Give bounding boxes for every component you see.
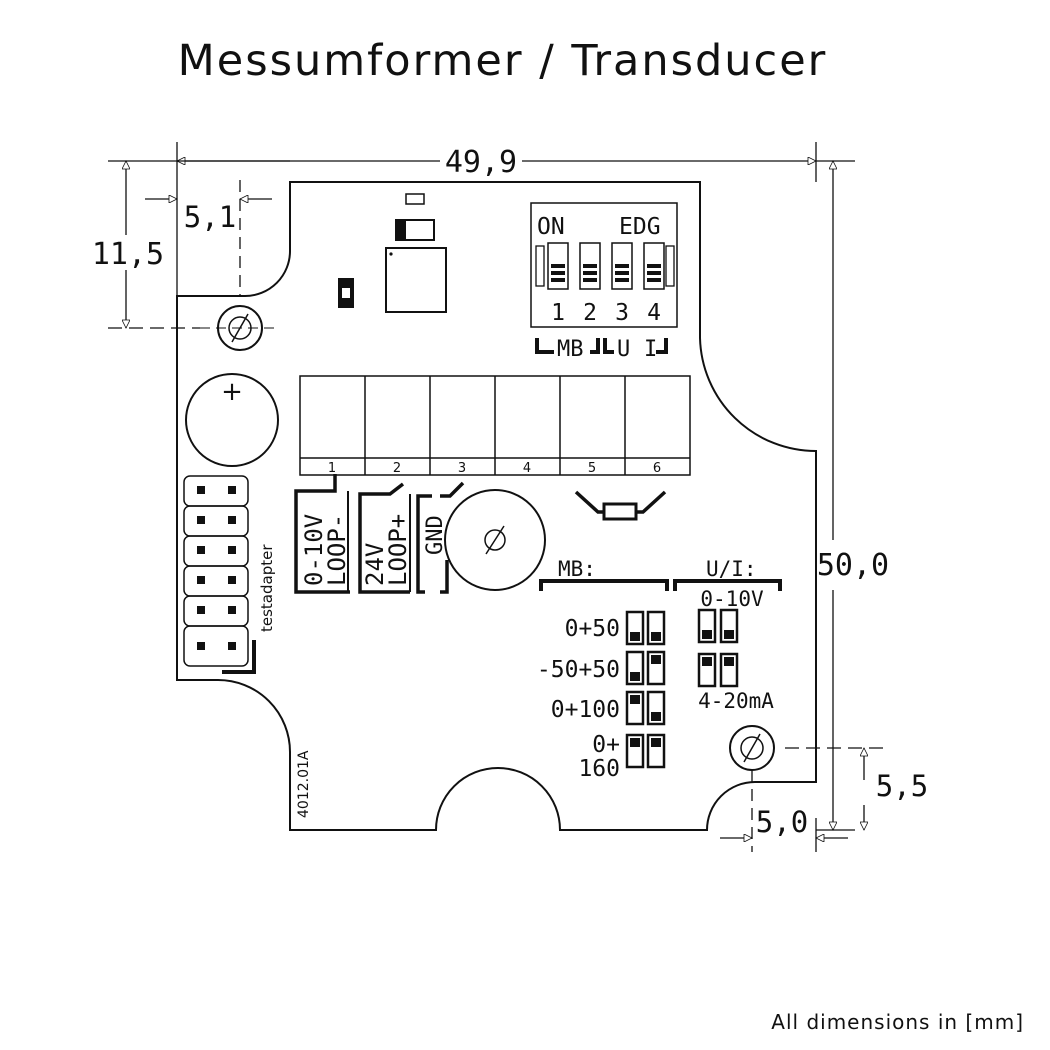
dimension-hole-y-top-label: 11,5 [92,237,164,272]
dip-group-mb: MB [557,337,584,362]
terminal-3-label-box [416,481,465,594]
resistor [574,490,667,521]
terminal-3-label: GND [423,515,448,555]
dip-switch: ON EDG 1 2 3 4 [530,202,678,328]
terminal-1-label-line1: 0-10V [300,514,328,586]
terminal-1-label-line2: LOOP- [323,514,351,586]
mb-header: MB: [558,557,596,581]
terminal-number-6: 6 [653,461,661,476]
ui-header: U/I: [706,557,757,581]
dip-switch-2 [579,242,601,290]
testadapter-label: testadapter [258,544,276,632]
jumper-mb-0-50 [625,610,666,646]
dimension-hole-x-top [145,180,272,296]
jumper-ui-0-10v [697,608,739,644]
board-id: 4012.01A [296,750,312,818]
terminal-2-label-line1: 24V [361,543,389,586]
dimension-hole-y-bottom [785,748,885,830]
ui-range-4-20ma: 4-20mA [698,689,774,713]
jumper-header-lines [539,579,782,591]
dimension-hole-y-top [108,161,290,328]
jumper-ui-4-20ma [697,652,739,688]
terminal-number-1: 1 [328,461,336,476]
dip-number-1: 1 [551,300,565,326]
dip-edg-label: EDG [619,214,661,240]
dimension-hole-x-bottom [720,770,848,852]
battery [185,373,279,467]
dimension-hole-x-bottom-label: 5,0 [756,805,808,839]
terminal-number-5: 5 [588,461,596,476]
pin-header-marker [222,640,256,674]
ic-chip [385,247,447,313]
dimension-width-label: 49,9 [445,145,517,180]
dip-switch-1 [547,242,569,290]
terminal-number-4: 4 [523,461,531,476]
dip-number-4: 4 [647,300,661,326]
diode-component [395,219,435,241]
dimension-hole-y-bottom-label: 5,5 [876,769,928,803]
dip-group-i: I [644,337,657,362]
dip-number-3: 3 [615,300,629,326]
jumper-mb-0-160 [625,733,666,769]
dimension-height-label: 50,0 [817,548,889,583]
dip-switch-4 [643,242,665,290]
ui-range-0-10v: 0-10V [700,587,764,611]
mb-range-0-160-line2: 160 [578,756,620,782]
terminal-block [299,375,691,476]
dip-number-2: 2 [583,300,597,326]
dip-switch-3 [611,242,633,290]
smd-component-outline [405,193,425,205]
mb-range-0-50: 0+50 [565,616,620,642]
terminal-2-label-line2: LOOP+ [384,514,412,586]
mb-range-0-100: 0+100 [551,697,620,723]
mb-range-minus50-50: -50+50 [537,657,620,683]
potentiometer [444,489,546,591]
terminal-2-label-box [358,482,411,594]
battery-plus-label: + [221,377,243,407]
mb-range-0-160-line1: 0+ [592,732,620,758]
dip-on-label: ON [537,214,565,240]
terminal-number-2: 2 [393,461,401,476]
jumper-mb-0-100 [625,690,666,726]
board-outline [176,181,817,831]
mounting-hole-bottom [729,725,775,771]
pin-header [183,475,249,667]
page-title: Messumformer / Transducer [177,36,828,86]
mounting-hole-top [200,305,280,351]
pin-header-pins [197,486,236,650]
small-capacitor [338,278,354,308]
terminal-number-3: 3 [458,461,466,476]
dimension-height [816,161,855,830]
jumper-mb-minus50-50 [625,650,666,686]
dip-group-markers [535,338,668,354]
terminal-1-label-box [294,474,350,594]
dimension-hole-x-top-label: 5,1 [184,200,236,234]
dimensions-footnote: All dimensions in [mm] [771,1010,1024,1034]
dip-group-u: U [617,337,630,362]
